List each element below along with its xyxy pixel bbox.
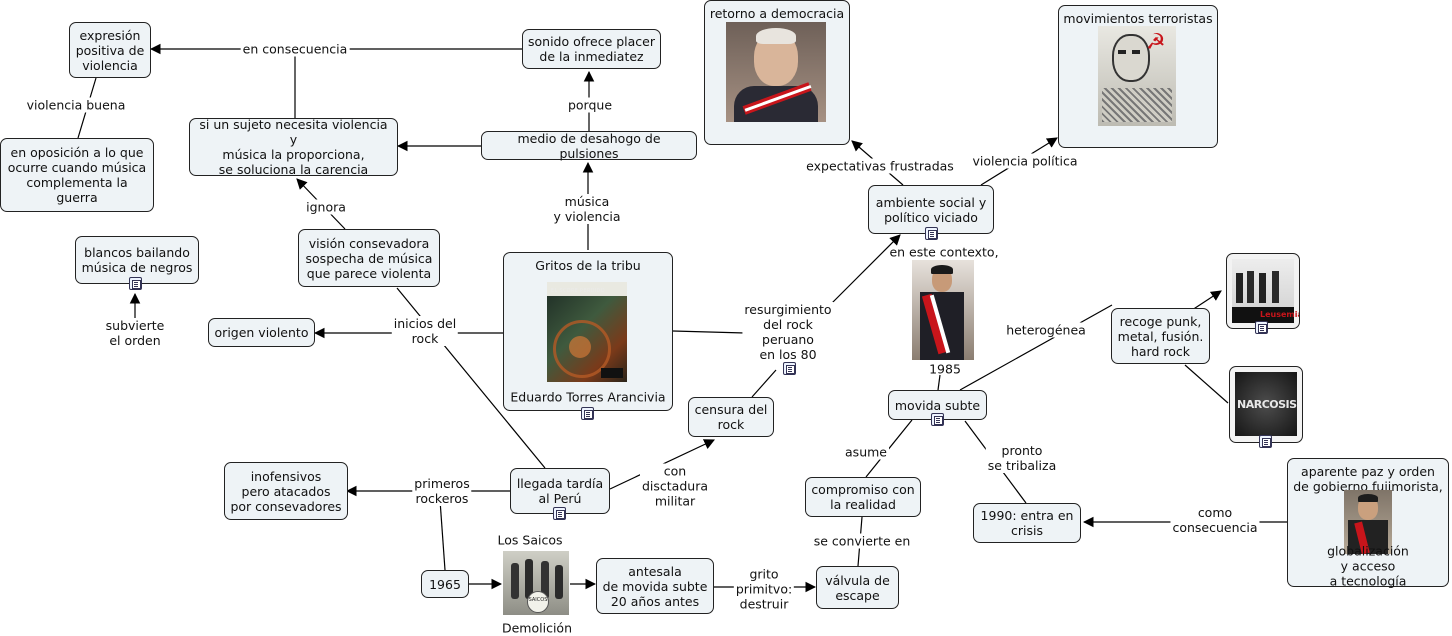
link-pronto-tribaliza: pronto se tribaliza — [986, 443, 1058, 473]
terroristas-title: movimientos terroristas — [1063, 11, 1212, 26]
link-asume: asume — [843, 445, 889, 460]
aparente-bottom-text: globalización y acceso a tecnología — [1326, 544, 1410, 589]
link-heterogenea: heterogénea — [1004, 323, 1088, 338]
resource-icon[interactable] — [129, 277, 142, 290]
book-cover-image: EL SCORE PERDIDO — [547, 282, 627, 382]
node-compromiso[interactable]: compromiso con la realidad — [805, 477, 921, 517]
resource-icon[interactable] — [931, 413, 944, 426]
node-censura-rock[interactable]: censura del rock — [688, 397, 774, 437]
resource-icon[interactable] — [581, 407, 594, 420]
node-en-oposicion[interactable]: en oposición a lo que ocurre cuando músi… — [0, 138, 154, 212]
link-musica-violencia: música y violencia — [552, 194, 623, 224]
link-expectativas: expectativas frustradas — [804, 159, 956, 174]
node-1990-crisis[interactable]: 1990: entra en crisis — [973, 503, 1081, 543]
node-valvula-escape[interactable]: válvula de escape — [816, 566, 899, 609]
los-saicos-photo: SAICOS — [503, 551, 569, 615]
link-grito-primitivo: grito primitvo: destruir — [734, 567, 794, 612]
node-antesala[interactable]: antesala de movida subte 20 años antes — [596, 558, 714, 614]
gritos-title: Gritos de la tribu — [535, 258, 640, 273]
resource-icon[interactable] — [783, 362, 796, 375]
resource-icon[interactable] — [553, 507, 566, 520]
link-se-convierte: se convierte en — [812, 534, 913, 549]
los-saicos-caption: Los Saicos — [498, 533, 563, 548]
node-expresion-positiva[interactable]: expresión positiva de violencia — [69, 22, 151, 78]
resource-icon[interactable] — [1259, 435, 1272, 448]
node-sonido-placer[interactable]: sonido ofrece placer de la inmediatez — [522, 29, 661, 69]
resource-icon[interactable] — [1255, 321, 1268, 334]
node-vision-conservadora[interactable]: visión consevadora sospecha de música qu… — [298, 229, 440, 287]
book-cover-title: EL SCORE PERDIDO — [551, 288, 605, 294]
node-origen-violento[interactable]: origen violento — [208, 318, 315, 347]
label-1985: 1985 — [929, 362, 961, 377]
link-resurgimiento: resurgimiento del rock peruano en los 80 — [742, 302, 833, 362]
link-inicios: inicios del rock — [392, 316, 458, 346]
link-como-consecuencia: como consecuencia — [1170, 505, 1259, 535]
narcosis-photo: NARCOSIS — [1229, 366, 1303, 443]
narcosis-logo: NARCOSIS — [1237, 398, 1295, 411]
link-violencia-buena: violencia buena — [25, 98, 128, 113]
saicos-drum-logo: SAICOS — [528, 597, 548, 603]
leusemia-photo: Leusemia — [1226, 253, 1300, 329]
link-en-consecuencia: en consecuencia — [241, 42, 350, 57]
president-1985-photo — [912, 260, 974, 360]
link-porque: porque — [566, 98, 614, 113]
gritos-author: Eduardo Torres Arancivia — [510, 390, 665, 405]
link-ignora: ignora — [304, 200, 348, 215]
leusemia-logo: Leusemia — [1260, 310, 1300, 319]
node-inofensivos[interactable]: inofensivos pero atacados por consevador… — [224, 462, 348, 520]
link-con-dictadura: con disctadura militar — [640, 464, 710, 509]
demolicion-caption: Demolición — [502, 621, 572, 636]
retorno-title: retorno a democracia — [710, 6, 844, 21]
terrorist-poster-image: ☭ — [1098, 26, 1176, 126]
link-subvierte: subvierte el orden — [104, 318, 167, 348]
link-en-este-contexto: en este contexto, — [889, 245, 998, 260]
node-medio-desahogo[interactable]: medio de desahogo de pulsiones — [481, 131, 697, 160]
node-1965[interactable]: 1965 — [421, 570, 469, 598]
node-sujeto-necesita[interactable]: si un sujeto necesita violencia y música… — [189, 118, 398, 176]
link-violencia-politica: violencia política — [970, 154, 1079, 169]
president-photo — [726, 22, 826, 122]
resource-icon[interactable] — [925, 227, 938, 240]
node-recoge-punk[interactable]: recoge punk, metal, fusión. hard rock — [1111, 308, 1210, 364]
link-primeros-rockeros: primeros rockeros — [412, 476, 471, 506]
